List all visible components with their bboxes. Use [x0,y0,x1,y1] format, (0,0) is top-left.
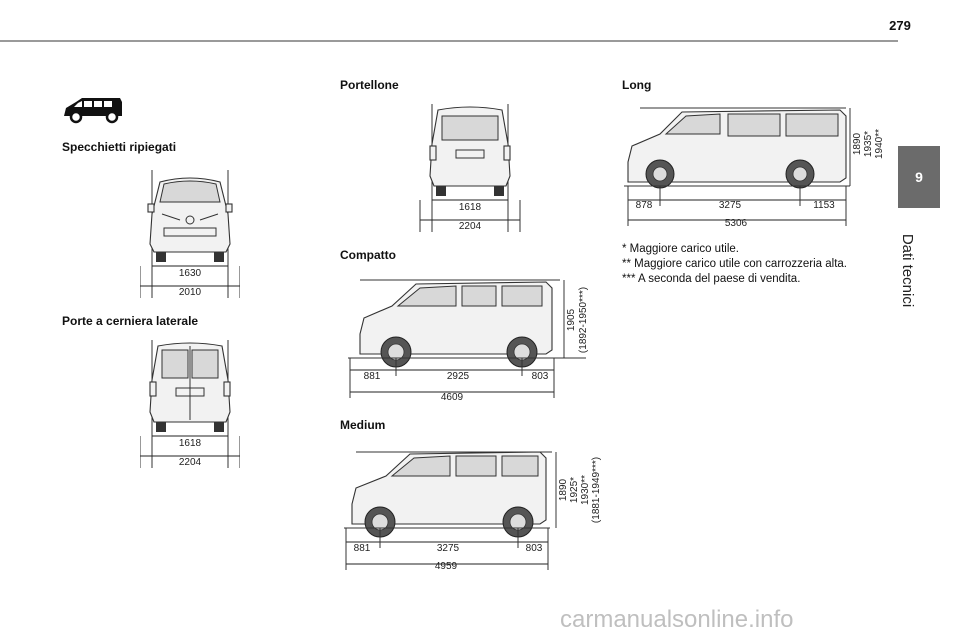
page-number: 279 [889,18,911,33]
compact-wheelbase: 2925 [447,371,470,382]
chapter-title-container: Dati tecnici [886,210,930,330]
compact-front: 881 [364,371,381,382]
front-view-figure: 1630 2010 [140,170,240,298]
chapter-title: Dati tecnici [899,233,917,307]
medium-side-figure: 881 3275 803 4959 1890 1925* 1930** (188… [344,451,602,572]
mirrors-width-b: 2010 [179,287,202,298]
medium-height-c: 1930** [580,475,591,505]
tailgate-width-b: 2204 [459,221,482,232]
long-heading: Long [622,78,652,92]
tailgate-heading: Portellone [340,78,399,92]
medium-height-d: (1881-1949***) [591,457,602,523]
chapter-number: 9 [915,169,923,185]
medium-height-b: 1925* [569,477,580,503]
mirrors-width-a: 1630 [179,268,202,279]
long-wheelbase: 3275 [719,200,742,211]
watermark: carmanualsonline.info [560,606,794,633]
compact-heading: Compatto [340,248,396,262]
medium-rear: 803 [526,543,543,554]
footnote-2: ** Maggiore carico utile con carrozzeria… [622,258,847,270]
chapter-tab[interactable]: 9 [898,146,940,208]
footnotes: * Maggiore carico utile. ** Maggiore car… [622,242,847,287]
hinged-width-b: 2204 [179,457,202,468]
long-height-b: 1935* [863,131,874,157]
compact-side-figure: 881 2925 803 4609 1905 (1892-1950***) [348,279,589,403]
medium-total: 4959 [435,561,458,572]
long-height-c: 1940** [874,129,885,159]
hinged-width-a: 1618 [179,438,202,449]
footnote-1: * Maggiore carico utile. [622,243,739,255]
van-side-icon [64,98,122,124]
medium-heading: Medium [340,418,386,432]
rear-tailgate-figure: 1618 2204 [419,104,521,232]
tailgate-width-a: 1618 [459,202,482,213]
rear-hinged-figure: 1618 2204 [140,340,240,468]
long-front: 878 [636,200,653,211]
long-side-figure: 878 3275 1153 5306 1890 1935* 1940** [624,107,885,229]
medium-front: 881 [354,543,371,554]
long-total: 5306 [725,218,748,229]
compact-height-a: 1905 [566,308,577,331]
long-height-a: 1890 [852,132,863,155]
compact-rear: 803 [532,371,549,382]
long-rear: 1153 [813,200,835,211]
compact-height-b: (1892-1950***) [578,287,589,353]
compact-total: 4609 [441,392,464,403]
header-divider [0,40,898,42]
medium-wheelbase: 3275 [437,543,460,554]
hinged-doors-heading: Porte a cerniera laterale [62,314,199,328]
medium-height-a: 1890 [558,478,569,501]
footnote-3: *** A seconda del paese di vendita. [622,273,801,285]
mirrors-heading: Specchietti ripiegati [62,140,177,154]
